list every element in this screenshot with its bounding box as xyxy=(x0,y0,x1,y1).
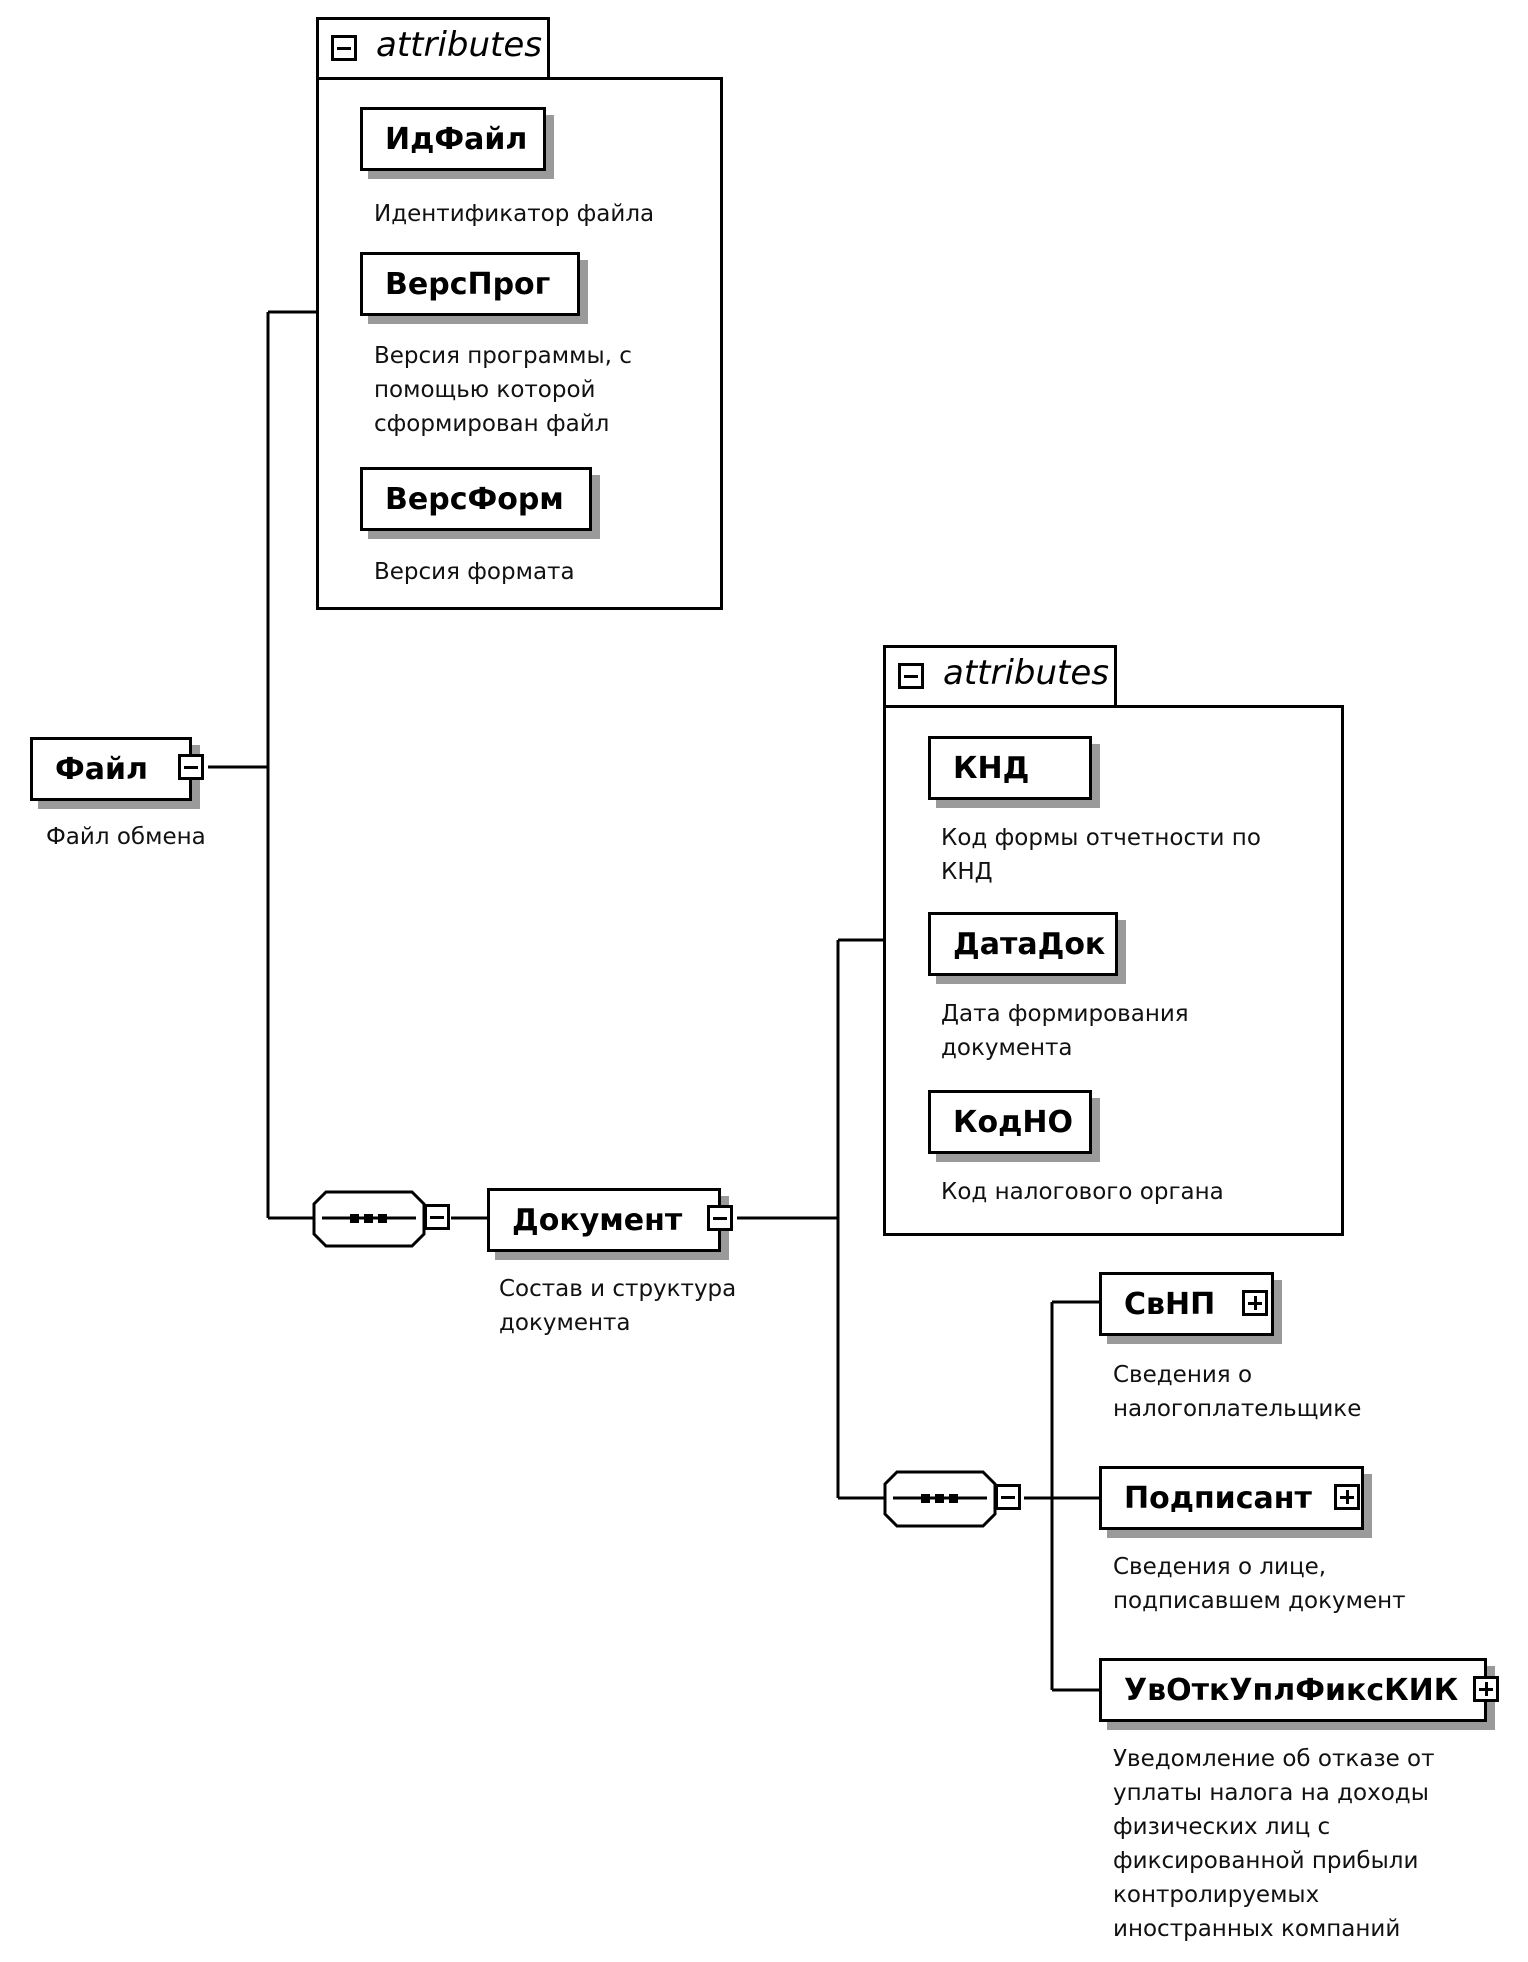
attribute-desc: Идентификатор файла xyxy=(374,201,655,227)
expand-icon[interactable] xyxy=(1242,1290,1268,1316)
sequence-icon xyxy=(883,1470,997,1528)
attribute-node-idfile[interactable]: ИдФайл xyxy=(360,107,546,171)
file-attributes-group: attributes ИдФайл Идентификатор файла Ве… xyxy=(316,17,723,610)
attribute-node-knd[interactable]: КНД xyxy=(928,736,1092,800)
child-node-uvotkuplfikskik[interactable]: УвОткУплФиксКИК xyxy=(1099,1658,1487,1722)
collapse-icon[interactable] xyxy=(707,1205,733,1231)
root-desc: Файл обмена xyxy=(46,824,206,850)
attribute-node-kodno[interactable]: КодНО xyxy=(928,1090,1092,1154)
attribute-desc: Версия программы, с помощью которой сфор… xyxy=(374,343,632,437)
child-desc: Сведения о налогоплательщике xyxy=(1113,1362,1362,1422)
attribute-desc: Код налогового органа xyxy=(941,1179,1224,1205)
sequence-compositor[interactable] xyxy=(883,1470,1023,1534)
collapse-icon[interactable] xyxy=(178,754,204,780)
document-node[interactable]: Документ xyxy=(487,1188,721,1252)
child-node-podpisant[interactable]: Подписант xyxy=(1099,1466,1364,1530)
collapse-icon[interactable] xyxy=(424,1204,450,1230)
collapse-icon[interactable] xyxy=(995,1484,1021,1510)
sequence-icon xyxy=(312,1190,426,1248)
document-desc: Состав и структура документа xyxy=(499,1276,737,1336)
collapse-icon[interactable] xyxy=(898,663,924,689)
sequence-compositor[interactable] xyxy=(312,1190,452,1254)
child-desc: Сведения о лице, подписавшем документ xyxy=(1113,1554,1406,1614)
attribute-desc: Дата формирования документа xyxy=(941,1001,1189,1061)
attributes-label: attributes xyxy=(943,653,1110,693)
attribute-desc: Версия формата xyxy=(374,559,575,585)
child-desc: Уведомление об отказе от уплаты налога н… xyxy=(1113,1746,1435,1942)
attribute-node-versprog[interactable]: ВерсПрог xyxy=(360,252,580,316)
expand-icon[interactable] xyxy=(1334,1484,1360,1510)
document-attributes-group: attributes КНД Код формы отчетности по К… xyxy=(883,645,1344,1236)
attribute-node-datadok[interactable]: ДатаДок xyxy=(928,912,1118,976)
root-node[interactable]: Файл xyxy=(30,737,192,801)
attributes-label: attributes xyxy=(376,25,543,65)
attribute-node-versform[interactable]: ВерсФорм xyxy=(360,467,592,531)
attribute-desc: Код формы отчетности по КНД xyxy=(941,825,1261,885)
expand-icon[interactable] xyxy=(1473,1676,1499,1702)
collapse-icon[interactable] xyxy=(331,35,357,61)
